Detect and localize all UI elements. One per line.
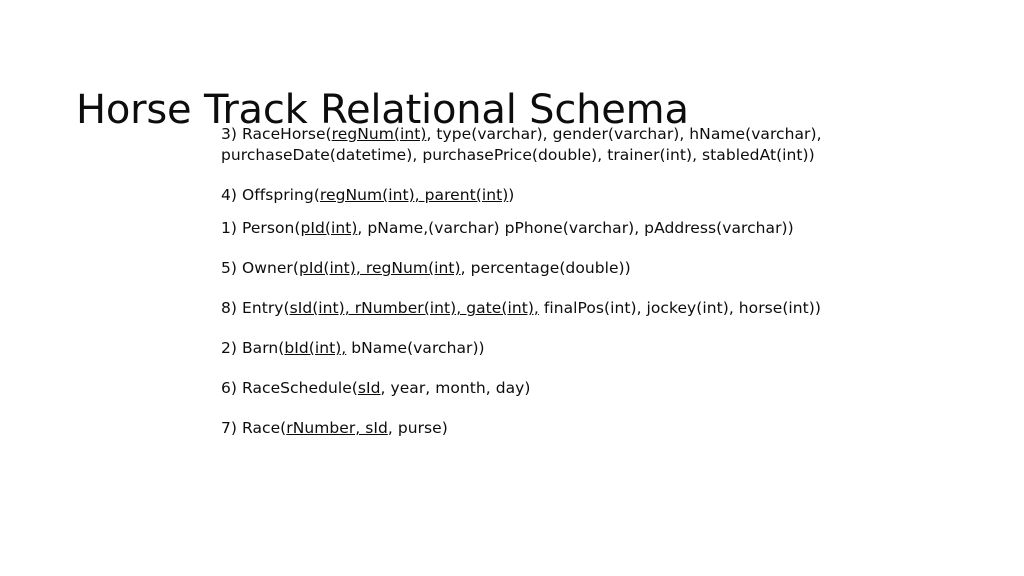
schema-prefix-raceschedule: 6) RaceSchedule(: [221, 379, 358, 397]
primary-key-owner: pId(int), regNum(int): [298, 259, 461, 277]
schema-suffix-offspring: ): [508, 186, 515, 204]
schema-line-race: 7) Race(rNumber, sId, purse): [221, 418, 861, 439]
primary-key-race: rNumber, sId: [286, 419, 388, 437]
schema-prefix-entry: 8) Entry(: [221, 299, 290, 317]
schema-suffix-entry: finalPos(int), jockey(int), horse(int)): [538, 299, 821, 317]
schema-line-offspring: 4) Offspring(regNum(int), parent(int)): [221, 185, 861, 206]
schema-prefix-barn: 2) Barn(: [221, 339, 285, 357]
schema-list: 3) RaceHorse(regNum(int), type(varchar),…: [221, 124, 861, 439]
schema-prefix-person: 1) Person(: [221, 219, 301, 237]
schema-line-owner: 5) Owner(pId(int), regNum(int), percenta…: [221, 258, 861, 279]
schema-suffix-person: , pName,(varchar) pPhone(varchar), pAddr…: [357, 219, 794, 237]
schema-line-person: 1) Person(pId(int), pName,(varchar) pPho…: [221, 218, 861, 239]
schema-prefix-racehorse: 3) RaceHorse(: [221, 125, 332, 143]
schema-line-raceschedule: 6) RaceSchedule(sId, year, month, day): [221, 378, 861, 399]
schema-prefix-owner: 5) Owner(: [221, 259, 299, 277]
primary-key-offspring: regNum(int), parent(int): [319, 186, 509, 204]
schema-line-barn: 2) Barn(bId(int), bName(varchar)): [221, 338, 861, 359]
schema-suffix-race: , purse): [387, 419, 448, 437]
schema-line-racehorse: 3) RaceHorse(regNum(int), type(varchar),…: [221, 124, 861, 166]
schema-suffix-barn: bName(varchar)): [346, 339, 485, 357]
primary-key-raceschedule: sId: [357, 379, 381, 397]
primary-key-entry: sId(int), rNumber(int), gate(int),: [289, 299, 539, 317]
schema-prefix-race: 7) Race(: [221, 419, 287, 437]
primary-key-barn: bId(int),: [284, 339, 347, 357]
schema-line-entry: 8) Entry(sId(int), rNumber(int), gate(in…: [221, 298, 861, 319]
schema-suffix-raceschedule: , year, month, day): [380, 379, 531, 397]
schema-suffix-owner: , percentage(double)): [460, 259, 631, 277]
page-title: Horse Track Relational Schema: [76, 86, 689, 133]
primary-key-person: pId(int): [300, 219, 358, 237]
primary-key-racehorse: regNum(int): [331, 125, 427, 143]
schema-prefix-offspring: 4) Offspring(: [221, 186, 320, 204]
schema-suffix-racehorse: , type(varchar), gender(varchar), hName(…: [221, 125, 822, 164]
